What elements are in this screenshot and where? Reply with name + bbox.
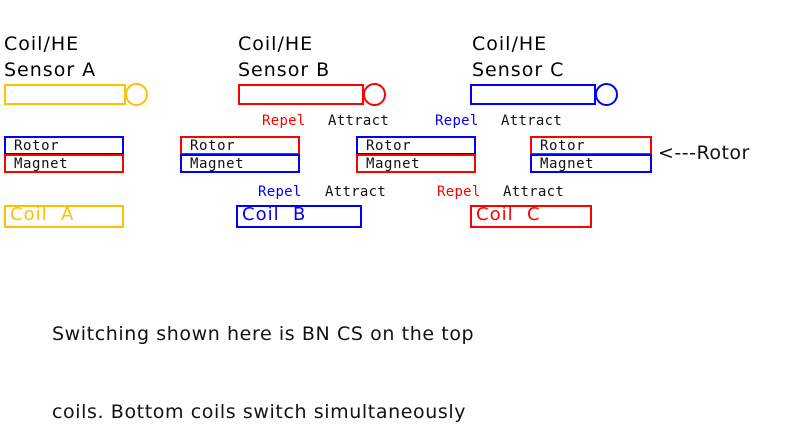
rotor-magnet-3-bottom-pole: Magnet	[356, 154, 476, 173]
caption-block: Switching shown here is BN CS on the top…	[52, 269, 500, 447]
rotor-magnet-1-top-pole: Rotor	[4, 136, 124, 155]
rotor-magnet-4-bottom-pole: Magnet	[530, 154, 652, 173]
rotor-magnet-4-bottom-label: Magnet	[540, 155, 595, 172]
rotor-magnet-1-top-label: Rotor	[14, 137, 60, 154]
rotor-magnet-3-top-label: Rotor	[366, 137, 412, 154]
hall-effect-sensor-a-icon[interactable]	[125, 83, 148, 106]
sensor-c-title-line2: Sensor C	[472, 59, 565, 81]
coil-bar-b[interactable]	[238, 84, 364, 105]
rotor-magnet-2-bottom-pole: Magnet	[180, 154, 300, 173]
lower-polarity-label-attract-b: Attract	[325, 184, 387, 200]
bottom-coil-a[interactable]: Coil A	[4, 204, 124, 228]
bottom-coil-c[interactable]: Coil C	[470, 204, 592, 228]
rotor-magnet-3: Rotor Magnet	[356, 136, 476, 173]
rotor-magnet-4: Rotor Magnet	[530, 136, 652, 173]
hall-effect-sensor-c-icon[interactable]	[595, 83, 618, 106]
rotor-magnet-1-bottom-pole: Magnet	[4, 154, 124, 173]
rotor-magnet-3-bottom-label: Magnet	[366, 155, 421, 172]
lower-polarity-label-repel-b: Repel	[258, 184, 302, 200]
caption-line-1: Switching shown here is BN CS on the top	[52, 323, 475, 345]
bottom-coil-b[interactable]: Coil B	[236, 204, 362, 228]
upper-polarity-label-repel-c: Repel	[435, 113, 479, 129]
sensor-b-title-line2: Sensor B	[238, 59, 331, 81]
lower-polarity-label-repel-c: Repel	[437, 184, 481, 200]
rotor-arrow-annotation: <---Rotor	[658, 142, 750, 164]
rotor-magnet-3-top-pole: Rotor	[356, 136, 476, 155]
lower-polarity-label-attract-c: Attract	[503, 184, 565, 200]
sensor-a-title-line2: Sensor A	[4, 59, 97, 81]
sensor-c-title-line1: Coil/HE	[472, 33, 548, 55]
hall-effect-sensor-b-icon[interactable]	[363, 83, 386, 106]
coil-bar-a[interactable]	[4, 84, 126, 105]
rotor-magnet-4-top-label: Rotor	[540, 137, 586, 154]
rotor-magnet-4-top-pole: Rotor	[530, 136, 652, 155]
rotor-magnet-2-top-pole: Rotor	[180, 136, 300, 155]
upper-polarity-label-repel-b: Repel	[262, 113, 306, 129]
coil-bar-c[interactable]	[470, 84, 596, 105]
rotor-magnet-1: Rotor Magnet	[4, 136, 124, 173]
caption-line-2: coils. Bottom coils switch simultaneousl…	[52, 401, 467, 423]
rotor-magnet-2-top-label: Rotor	[190, 137, 236, 154]
rotor-magnet-2: Rotor Magnet	[180, 136, 300, 173]
rotor-magnet-2-bottom-label: Magnet	[190, 155, 245, 172]
sensor-b-title-line1: Coil/HE	[238, 33, 314, 55]
bottom-coil-c-label: Coil C	[476, 204, 541, 225]
upper-polarity-label-attract-b: Attract	[328, 113, 390, 129]
upper-polarity-label-attract-c: Attract	[501, 113, 563, 129]
bottom-coil-b-label: Coil B	[242, 204, 307, 225]
rotor-magnet-1-bottom-label: Magnet	[14, 155, 69, 172]
bottom-coil-a-label: Coil A	[10, 204, 75, 225]
sensor-a-title-line1: Coil/HE	[4, 33, 80, 55]
